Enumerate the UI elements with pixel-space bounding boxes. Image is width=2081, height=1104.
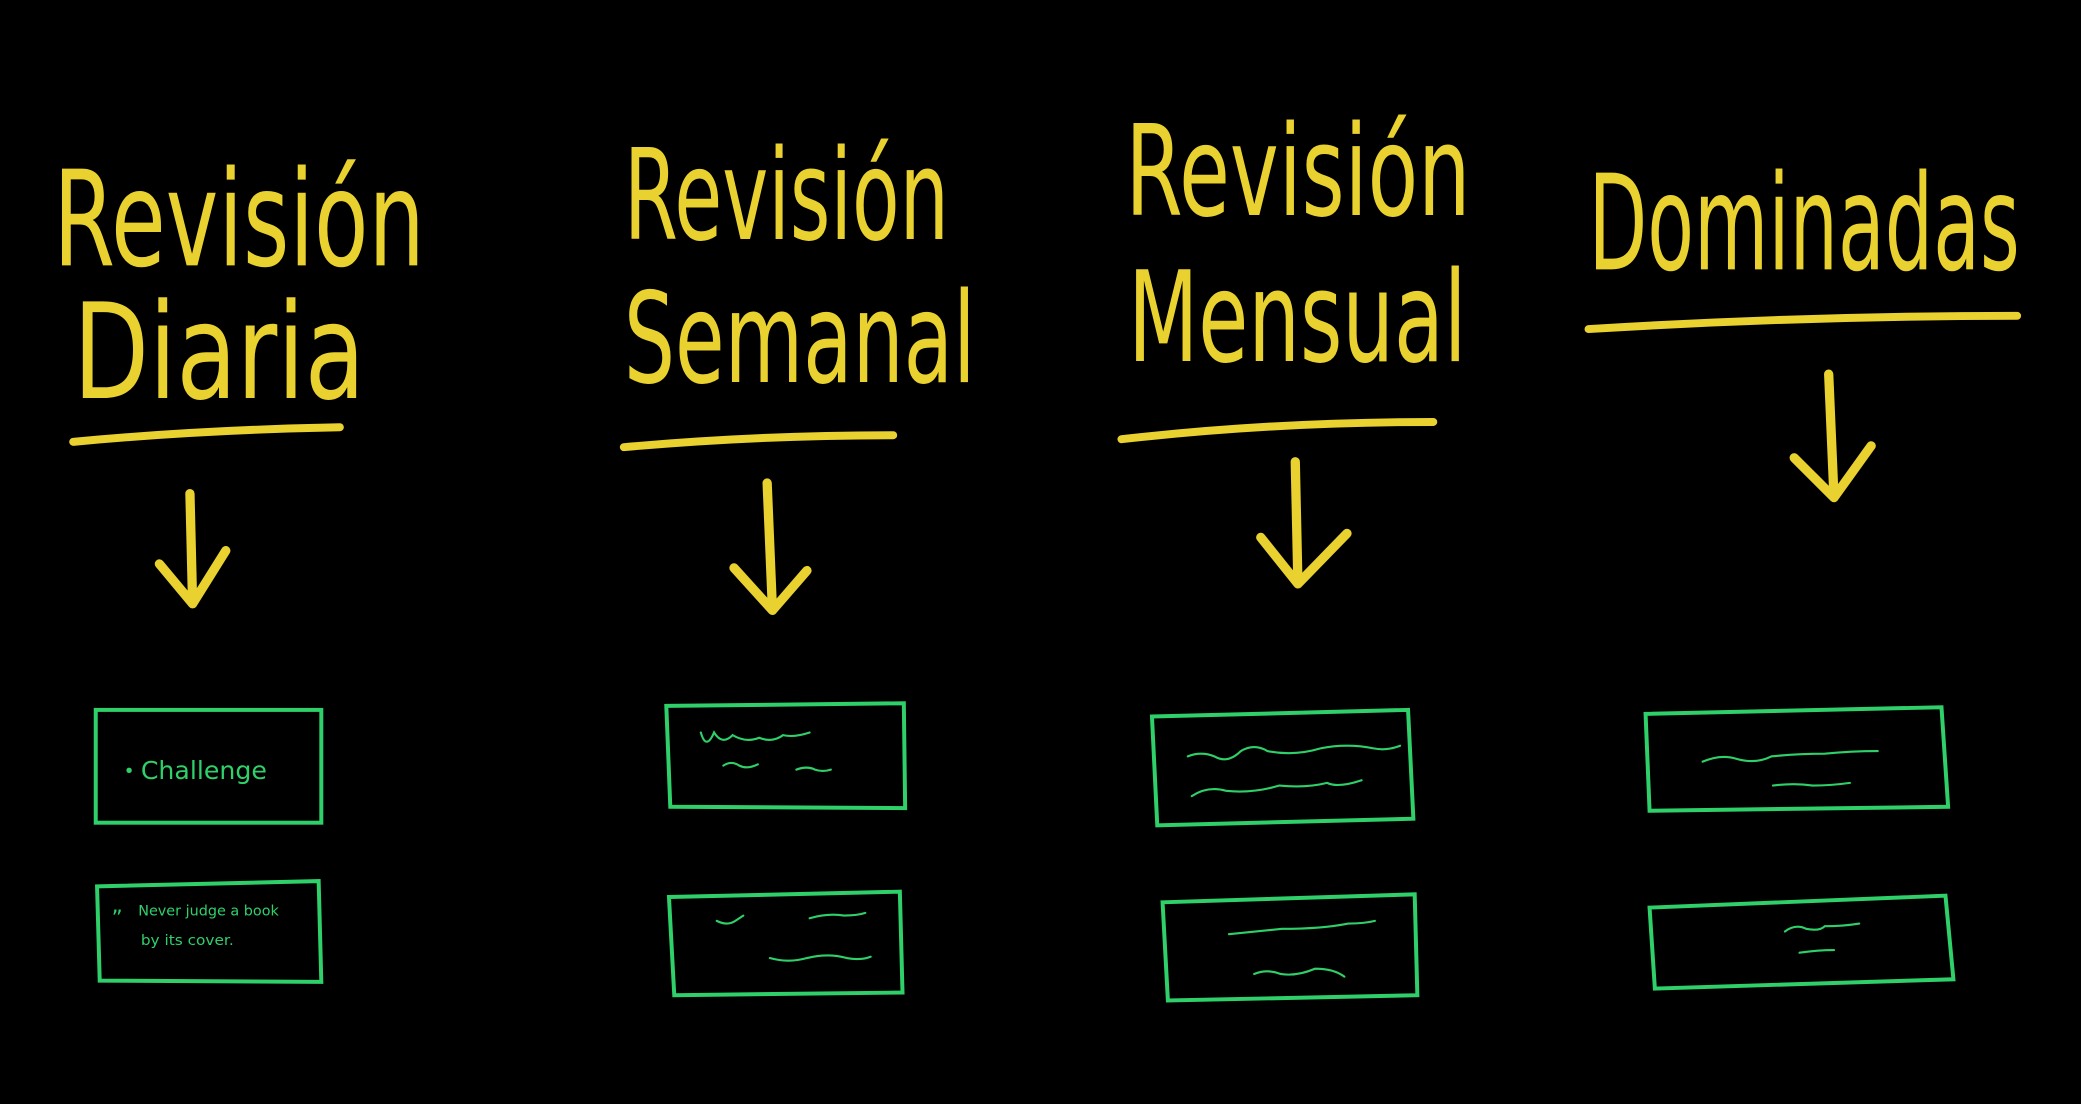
bullet: • — [124, 762, 135, 783]
column-title-line1: Revisión — [1125, 98, 1470, 245]
column-title: Dominadas — [1589, 147, 2020, 301]
column-dominadas: Dominadas — [1584, 147, 2022, 991]
scribble-text — [1186, 744, 1402, 798]
column-title-line1: Revisión — [624, 122, 949, 269]
card — [1643, 705, 1951, 813]
column-revision-diaria: Revisión Diaria • Challenge ” Never judg… — [53, 143, 425, 984]
card-challenge — [93, 707, 324, 825]
arrow-down-icon — [154, 488, 231, 609]
scribble-text — [1227, 919, 1376, 978]
arrow-down-icon — [1256, 457, 1352, 589]
column-title-line1: Revisión — [53, 143, 425, 297]
arrow-down-icon — [1789, 369, 1876, 503]
card — [1149, 707, 1416, 828]
quote-line2: by its cover. — [141, 932, 234, 949]
underline — [1584, 311, 2022, 334]
card — [1160, 892, 1420, 1003]
column-title-line2: Mensual — [1128, 244, 1466, 391]
card-quote — [95, 879, 324, 984]
scribble-text — [699, 730, 832, 773]
scribble-text — [1783, 922, 1861, 954]
column-title-line2: Semanal — [624, 265, 976, 412]
card — [1647, 893, 1956, 991]
underline — [619, 431, 898, 452]
quote-icon: ” — [112, 906, 123, 931]
column-revision-semanal: Revisión Semanal — [619, 122, 976, 998]
arrow-down-icon — [729, 478, 812, 616]
scribble-text — [715, 911, 872, 962]
card-text: Challenge — [141, 756, 267, 785]
quote-line1: Never judge a book — [138, 903, 279, 920]
column-title-line2: Diaria — [73, 276, 365, 430]
underline — [69, 423, 344, 446]
scribble-text — [1701, 749, 1879, 787]
card — [664, 701, 908, 811]
column-revision-mensual: Revisión Mensual — [1117, 98, 1470, 1003]
card — [666, 889, 905, 998]
underline — [1117, 417, 1438, 444]
